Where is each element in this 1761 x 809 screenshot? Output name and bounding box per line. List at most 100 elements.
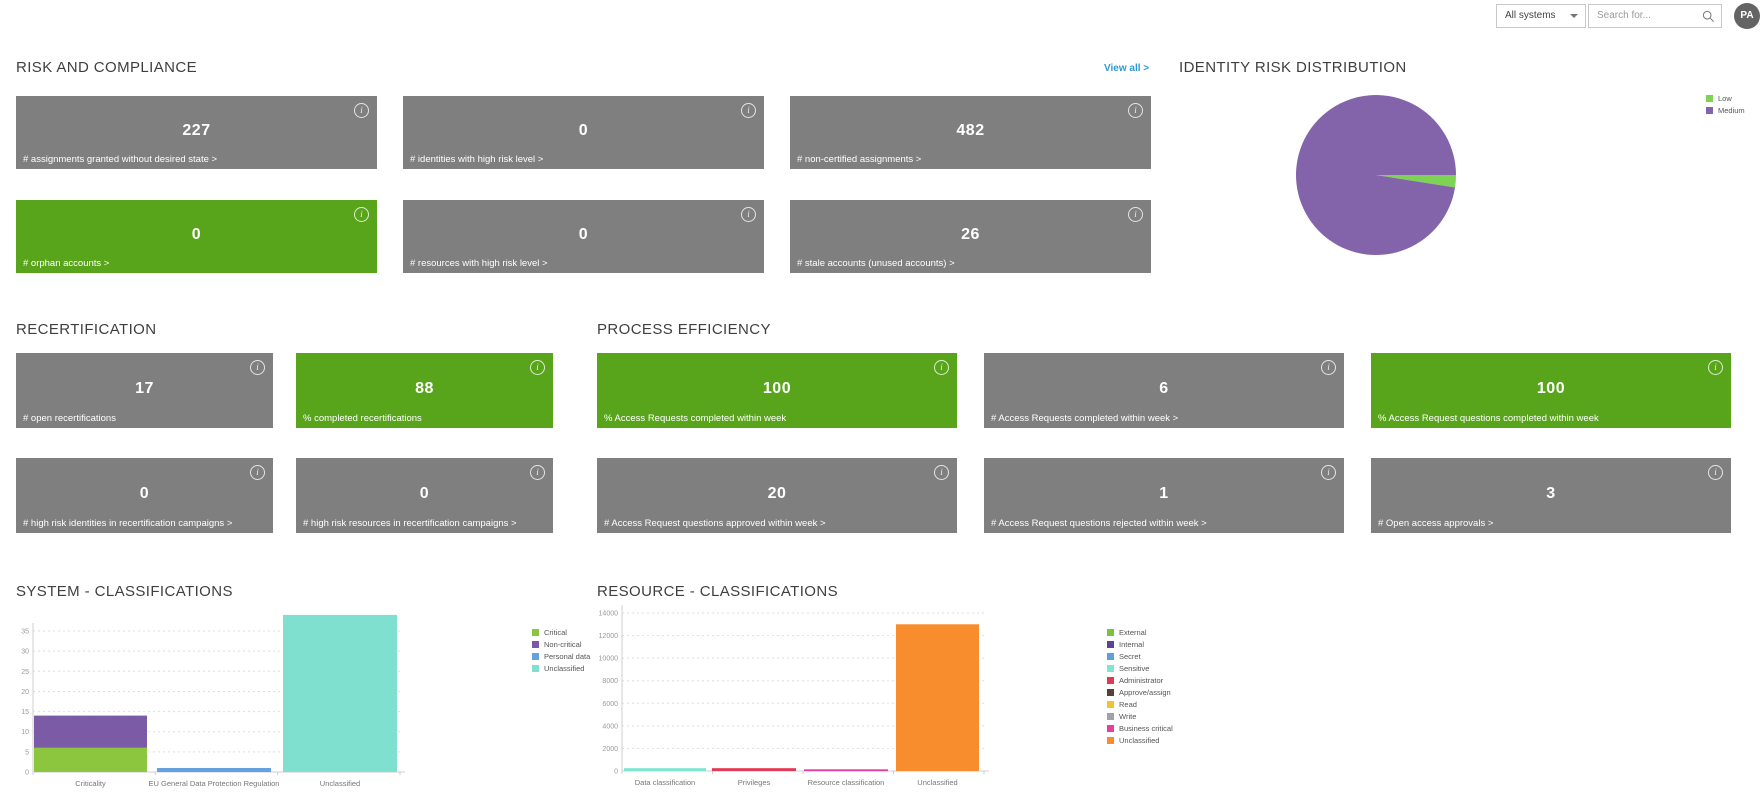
tile-label[interactable]: # high risk identities in recertificatio… (23, 518, 233, 529)
info-icon[interactable] (530, 465, 545, 480)
legend-item[interactable]: Read (1107, 698, 1173, 710)
view-all-link[interactable]: View all > (1104, 63, 1150, 74)
info-icon[interactable] (1128, 207, 1143, 222)
legend-label: Sensitive (1119, 663, 1150, 673)
bar-segment[interactable] (624, 768, 706, 771)
svg-text:12000: 12000 (599, 633, 619, 640)
legend-item[interactable]: Non-critical (532, 638, 590, 650)
legend-label: Critical (544, 627, 567, 637)
tile-label[interactable]: # assignments granted without desired st… (23, 154, 218, 165)
system-filter-value: All systems (1505, 10, 1556, 21)
search-icon[interactable] (1702, 10, 1715, 23)
tile-label[interactable]: # orphan accounts > (23, 258, 110, 269)
tile-high-risk-identities-campaigns[interactable]: 0 # high risk identities in recertificat… (16, 458, 273, 533)
bar-segment[interactable] (157, 767, 271, 772)
bar-segment[interactable] (804, 769, 888, 772)
info-icon[interactable] (354, 103, 369, 118)
info-icon[interactable] (1321, 360, 1336, 375)
tile-value: 1 (1159, 484, 1169, 502)
info-icon[interactable] (1321, 465, 1336, 480)
legend-swatch-icon (1107, 724, 1114, 732)
info-icon[interactable] (250, 360, 265, 375)
tile-high-risk-resources-campaigns[interactable]: 0 # high risk resources in recertificati… (296, 458, 553, 533)
tile-label[interactable]: # resources with high risk level > (410, 258, 548, 269)
svg-text:6000: 6000 (602, 701, 618, 708)
tile-value: 26 (961, 225, 980, 243)
tile-completed-recertifications[interactable]: 88 % completed recertifications (296, 353, 553, 428)
legend-item[interactable]: Internal (1107, 638, 1173, 650)
user-avatar[interactable]: PA (1734, 3, 1760, 29)
legend-item[interactable]: Unclassified (1107, 734, 1173, 746)
tile-value: 0 (139, 484, 150, 502)
legend-label: Secret (1119, 651, 1141, 661)
tile-label[interactable]: # Open access approvals > (1378, 518, 1494, 529)
tile-label[interactable]: # Access Request questions approved with… (604, 518, 826, 529)
tile-assignments-without-desired-state[interactable]: 227 # assignments granted without desire… (16, 96, 377, 169)
tile-label[interactable]: # stale accounts (unused accounts) > (797, 258, 955, 269)
info-icon[interactable] (1708, 360, 1723, 375)
svg-text:15: 15 (21, 709, 29, 716)
tile-questions-rejected[interactable]: 1 # Access Request questions rejected wi… (984, 458, 1344, 533)
info-icon[interactable] (530, 360, 545, 375)
tile-label[interactable]: # Access Requests completed within week … (991, 413, 1179, 424)
legend-item[interactable]: Medium (1706, 104, 1745, 116)
search-placeholder: Search for... (1597, 10, 1651, 21)
legend-item[interactable]: Approve/assign (1107, 686, 1173, 698)
legend-item[interactable]: Personal data (532, 650, 590, 662)
tile-non-certified-assignments[interactable]: 482 # non-certified assignments > (790, 96, 1151, 169)
tile-label[interactable]: # identities with high risk level > (410, 154, 544, 165)
tile-num-requests-completed[interactable]: 6 # Access Requests completed within wee… (984, 353, 1344, 428)
tile-value: 20 (767, 484, 787, 502)
legend-item[interactable]: Sensitive (1107, 662, 1173, 674)
tile-open-access-approvals[interactable]: 3 # Open access approvals > (1371, 458, 1731, 533)
x-axis-label: Unclassified (320, 779, 360, 788)
chevron-down-icon (1570, 14, 1578, 18)
legend-label: External (1119, 627, 1147, 637)
tile-value: 0 (578, 225, 589, 243)
tile-value: 88 (415, 379, 434, 397)
tile-pct-questions-completed[interactable]: 100 % Access Request questions completed… (1371, 353, 1731, 428)
recertification-title: RECERTIFICATION (16, 321, 157, 338)
legend-item[interactable]: Administrator (1107, 674, 1173, 686)
tile-stale-accounts[interactable]: 26 # stale accounts (unused accounts) > (790, 200, 1151, 273)
tile-questions-approved[interactable]: 20 # Access Request questions approved w… (597, 458, 957, 533)
pie-slice-low[interactable] (1376, 175, 1456, 188)
legend-item[interactable]: Secret (1107, 650, 1173, 662)
info-icon[interactable] (250, 465, 265, 480)
tile-label[interactable]: # high risk resources in recertification… (303, 518, 517, 529)
info-icon[interactable] (1708, 465, 1723, 480)
legend-item[interactable]: Critical (532, 626, 590, 638)
tile-identities-high-risk[interactable]: 0 # identities with high risk level > (403, 96, 764, 169)
tile-pct-requests-completed[interactable]: 100 % Access Requests completed within w… (597, 353, 957, 428)
tile-orphan-accounts[interactable]: 0 # orphan accounts > (16, 200, 377, 273)
search-input[interactable]: Search for... (1588, 4, 1722, 28)
bar-segment[interactable] (34, 715, 147, 748)
svg-text:35: 35 (21, 629, 29, 636)
pie-slice-medium[interactable] (1296, 95, 1456, 256)
legend-label: Read (1119, 699, 1137, 709)
legend-swatch-icon (1107, 628, 1114, 636)
info-icon[interactable] (741, 207, 756, 222)
legend-item[interactable]: Low (1706, 92, 1745, 104)
tile-value: 0 (419, 484, 430, 502)
info-icon[interactable] (1128, 103, 1143, 118)
info-icon[interactable] (934, 465, 949, 480)
legend-item[interactable]: Business critical (1107, 722, 1173, 734)
system-filter-select[interactable]: All systems (1496, 4, 1586, 28)
bar-segment[interactable] (712, 768, 796, 771)
legend-item[interactable]: Unclassified (532, 662, 590, 674)
info-icon[interactable] (934, 360, 949, 375)
info-icon[interactable] (354, 207, 369, 222)
tile-resources-high-risk[interactable]: 0 # resources with high risk level > (403, 200, 764, 273)
info-icon[interactable] (741, 103, 756, 118)
bar-segment[interactable] (283, 614, 397, 772)
bar-segment[interactable] (34, 747, 147, 772)
legend-item[interactable]: Write (1107, 710, 1173, 722)
tile-label[interactable]: # non-certified assignments > (797, 154, 922, 165)
tile-open-recertifications[interactable]: 17 # open recertifications (16, 353, 273, 428)
legend-item[interactable]: External (1107, 626, 1173, 638)
tile-label[interactable]: # Access Request questions rejected with… (991, 518, 1207, 529)
bar-segment[interactable] (896, 624, 979, 771)
